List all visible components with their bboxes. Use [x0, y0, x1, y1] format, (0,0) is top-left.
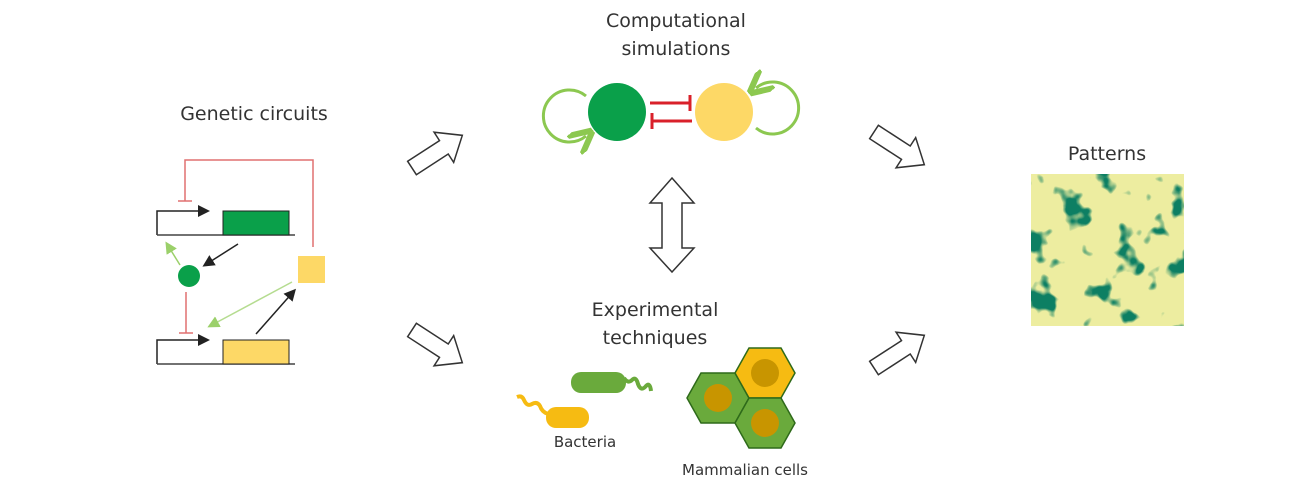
genetic-circuits-label: Genetic circuits — [180, 103, 328, 125]
mammalian-cells-illustration — [686, 347, 796, 449]
arrow-simulations-to-patterns — [868, 124, 926, 169]
patterns-label: Patterns — [1068, 143, 1146, 165]
arrow-experiments-to-patterns — [868, 331, 926, 376]
green-protein — [178, 265, 200, 287]
repression-line — [184, 159, 314, 247]
self-activation-green — [541, 88, 586, 142]
simulation-model — [541, 82, 801, 142]
bacterium-green — [571, 372, 626, 393]
genetic-circuit-diagram — [156, 159, 325, 365]
bacteria-label: Bacteria — [554, 433, 616, 451]
computational-label-2: simulations — [622, 38, 731, 60]
self-activation-yellow — [756, 82, 801, 136]
pattern-image — [1031, 174, 1184, 326]
yellow-species — [695, 83, 753, 141]
green-species — [588, 83, 646, 141]
arrow-to-simulations — [406, 131, 464, 176]
promoter-arrow-1 — [156, 205, 210, 235]
yellow-protein — [298, 256, 325, 283]
gene-yellow — [222, 339, 290, 365]
computational-label-1: Computational — [606, 10, 746, 32]
experimental-label-2: techniques — [603, 327, 708, 349]
bacteria-illustration — [516, 372, 653, 428]
bacterium-yellow — [546, 407, 589, 428]
bidirectional-arrow — [648, 176, 696, 274]
promoter-arrow-2 — [156, 334, 210, 364]
mammalian-cells-label: Mammalian cells — [682, 461, 808, 479]
gene-green — [222, 210, 290, 236]
arrow-to-experiments — [406, 322, 464, 367]
experimental-label-1: Experimental — [592, 299, 719, 321]
